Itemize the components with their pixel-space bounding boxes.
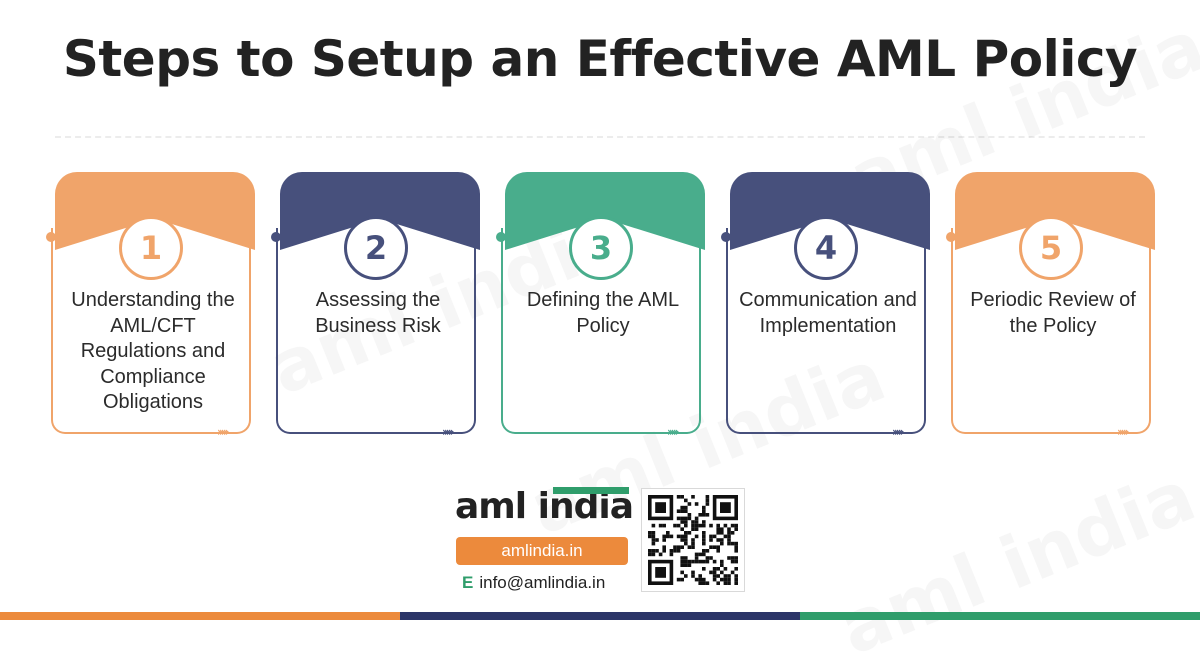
step-number: 3 — [569, 216, 633, 280]
strip-orange — [0, 612, 400, 620]
bottom-color-strip — [0, 612, 1200, 620]
step-dot — [496, 232, 506, 242]
step-frame — [726, 228, 926, 434]
step-text: Defining the AML Policy — [526, 289, 680, 337]
chevrons-icon: ››››› — [442, 425, 455, 439]
step-text: Understanding the AML/CFT Regulations an… — [71, 289, 235, 413]
step-text: Communication and Implementation — [739, 289, 917, 337]
step-text: Periodic Review of the Policy — [970, 289, 1136, 337]
strip-navy — [400, 612, 800, 620]
qr-code-icon — [648, 495, 738, 585]
step-number: 2 — [344, 216, 408, 280]
step-dot — [721, 232, 731, 242]
qr-code[interactable] — [641, 488, 745, 592]
step-frame — [951, 228, 1151, 434]
chevrons-icon: ››››› — [892, 425, 905, 439]
step-number: 4 — [794, 216, 858, 280]
chevrons-icon: ››››› — [667, 425, 680, 439]
title-divider — [55, 136, 1145, 138]
step-frame — [501, 228, 701, 434]
watermark: aml india — [828, 453, 1200, 671]
step-frame — [51, 228, 251, 434]
page-title: Steps to Setup an Effective AML Policy — [62, 30, 1138, 88]
step-dot — [271, 232, 281, 242]
chevrons-icon: ››››› — [1117, 425, 1130, 439]
chevrons-icon: ››››› — [217, 425, 230, 439]
strip-green — [800, 612, 1200, 620]
email-label: E — [462, 573, 474, 592]
step-number: 1 — [119, 216, 183, 280]
website-badge[interactable]: amlindia.in — [456, 537, 628, 565]
step-dot — [946, 232, 956, 242]
logo-accent-bar — [553, 487, 629, 494]
step-number: 5 — [1019, 216, 1083, 280]
step-text: Assessing the Business Risk — [315, 289, 441, 337]
step-frame — [276, 228, 476, 434]
email-address[interactable]: info@amlindia.in — [479, 573, 606, 592]
step-dot — [46, 232, 56, 242]
